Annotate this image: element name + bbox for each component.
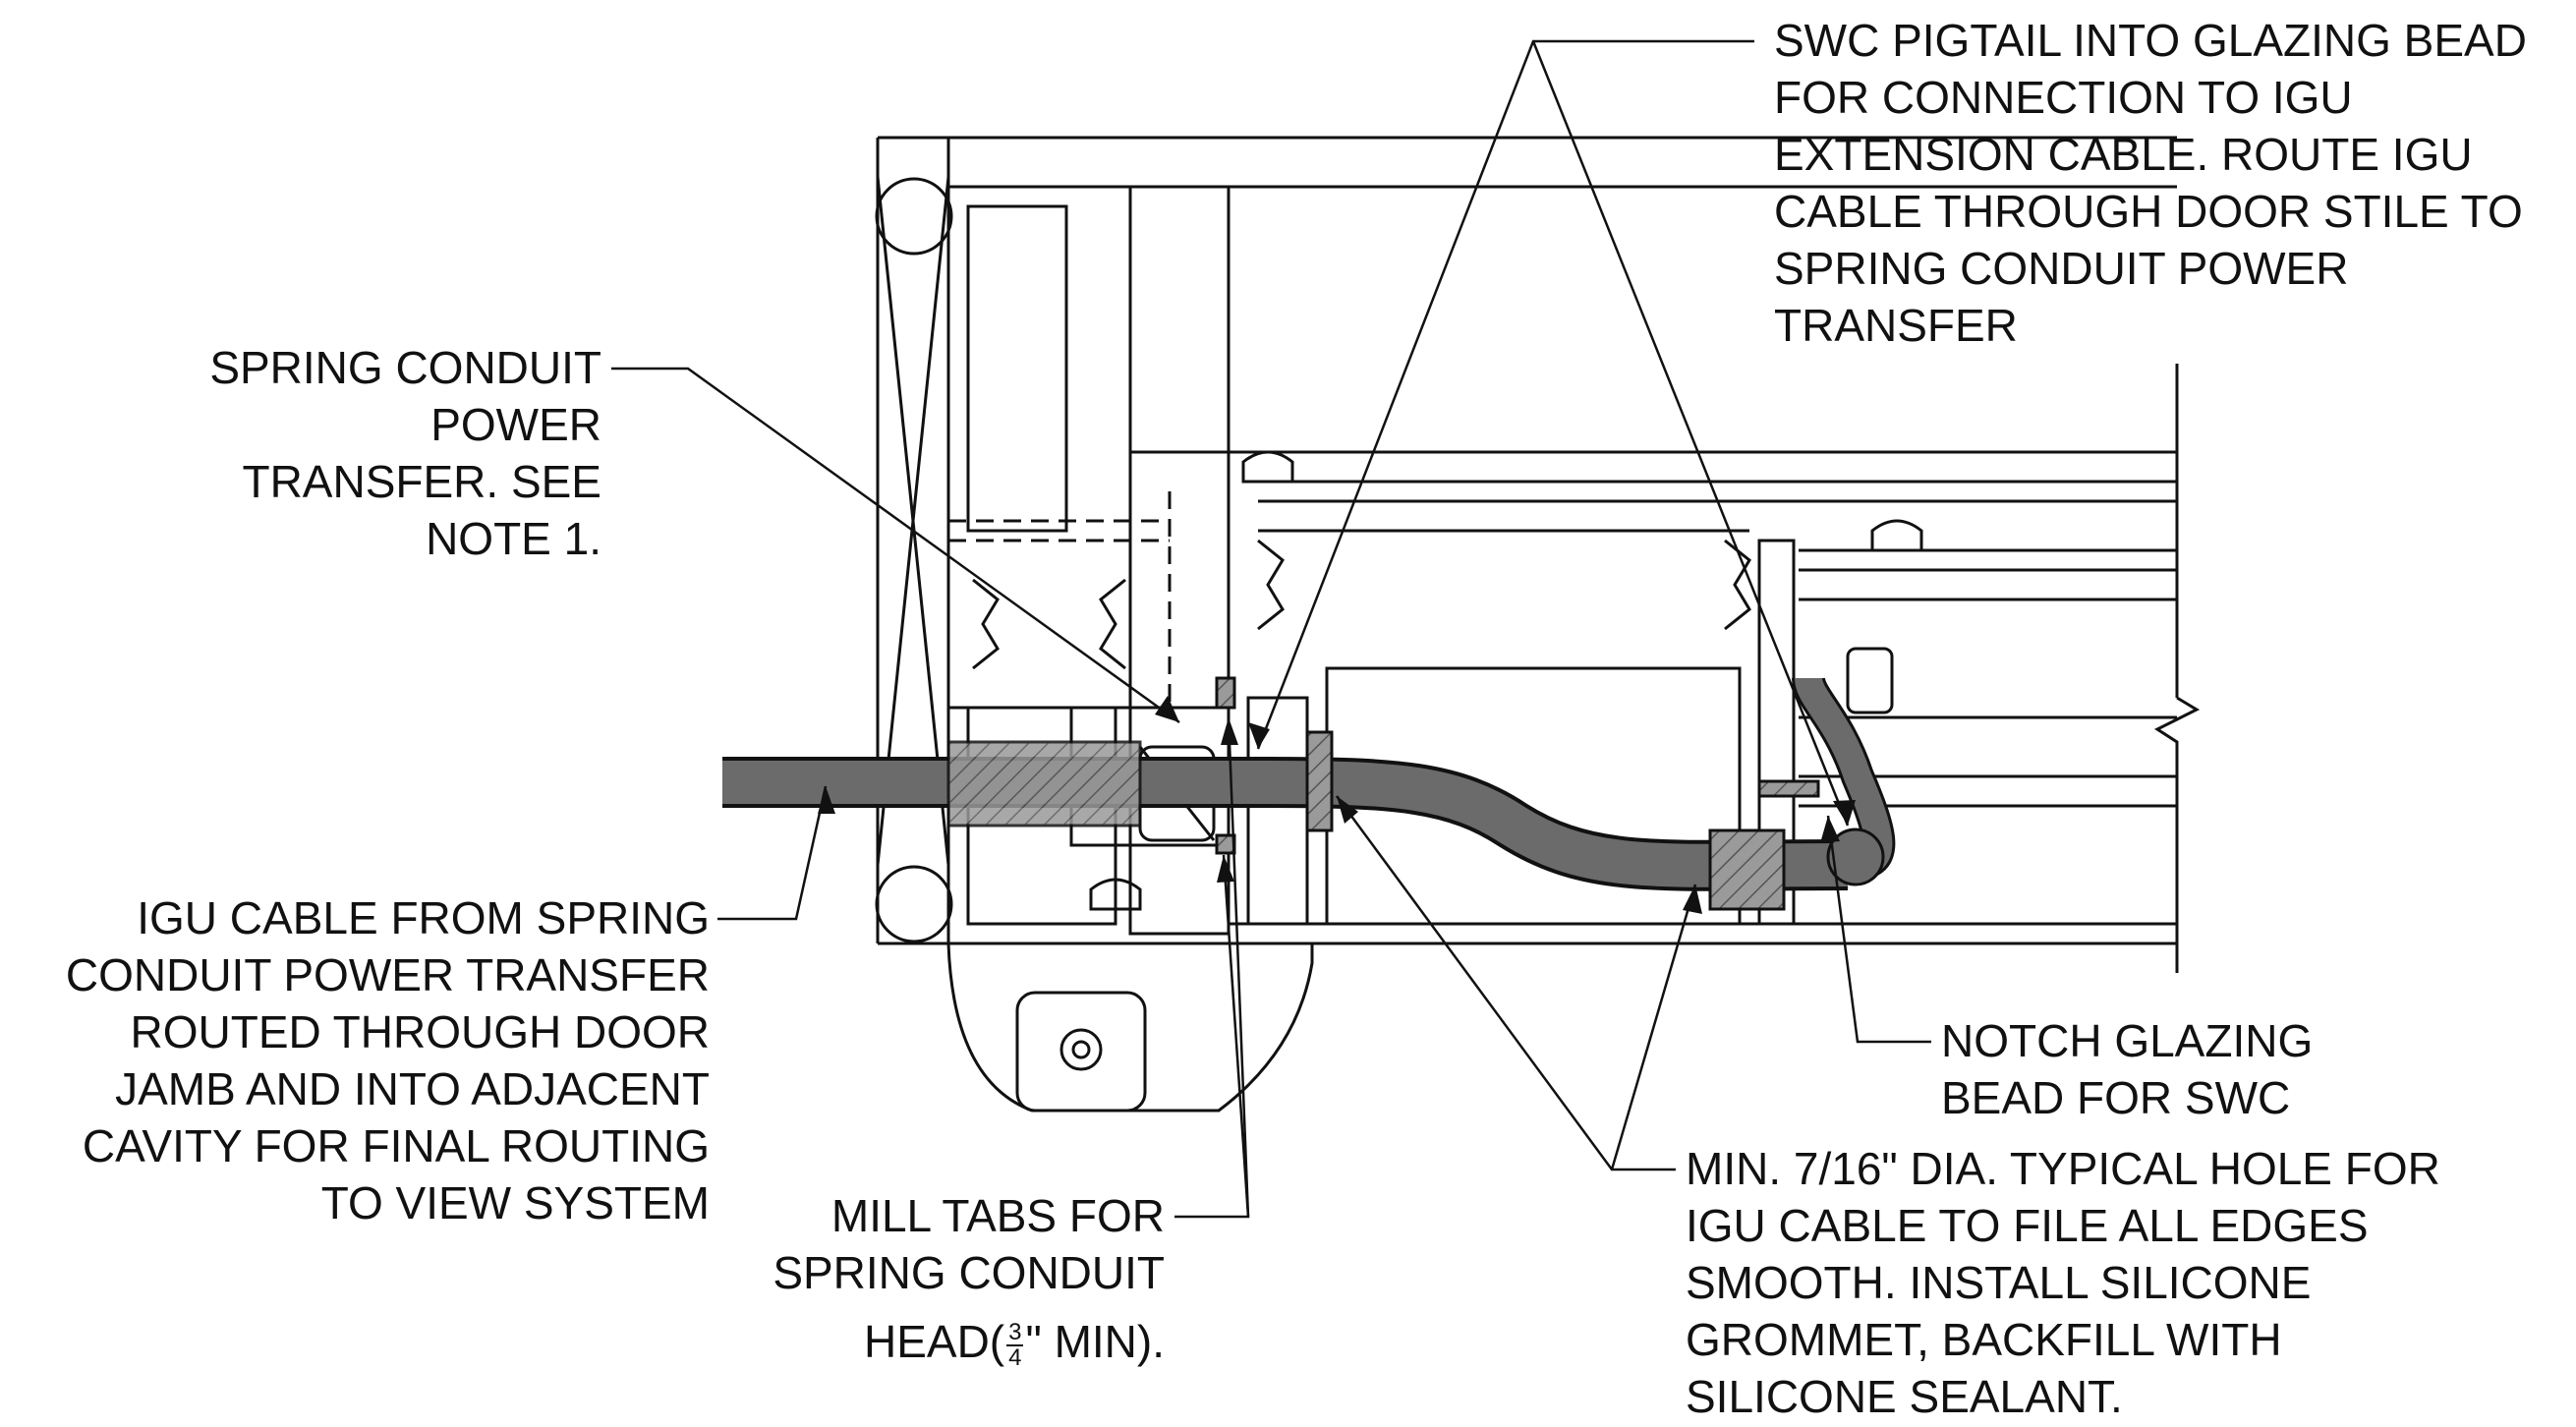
callout-line: MILL TABS FOR [830,1190,1165,1241]
callout-line: TO VIEW SYSTEM [320,1177,710,1228]
callout-line: SPRING CONDUIT [209,342,601,393]
callout-line: IGU CABLE TO FILE ALL EDGES [1686,1200,2369,1251]
leader-lines [611,39,1931,1219]
callout-line: JAMB AND INTO ADJACENT [115,1063,710,1114]
callout-line: POWER [430,399,601,450]
callout-line: SPRING CONDUIT POWER [1774,243,2349,294]
callout-line: NOTE 1. [426,513,601,564]
callout-line: ROUTED THROUGH DOOR [130,1006,711,1057]
callout-line: IGU CABLE FROM SPRING [137,892,710,943]
callout-line: NOTCH GLAZING [1941,1015,2314,1066]
callout-swc-pigtail: SWC PIGTAIL INTO GLAZING BEAD FOR CONNEC… [1774,12,2527,354]
callout-line: CABLE THROUGH DOOR STILE TO [1774,186,2523,237]
callout-notch: NOTCH GLAZING BEAD FOR SWC [1941,1012,2313,1126]
callout-line: FOR CONNECTION TO IGU [1774,72,2353,123]
callout-line: SMOOTH. INSTALL SILICONE [1686,1257,2312,1308]
callout-line: MIN. 7/16" DIA. TYPICAL HOLE FOR [1686,1143,2440,1194]
callout-line: TRANSFER. SEE [242,456,601,507]
callout-line: TRANSFER [1774,300,2018,351]
callout-line: SILICONE SEALANT. [1686,1371,2123,1422]
callout-line: CONDUIT POWER TRANSFER [65,949,710,1000]
fraction-denominator: 4 [1008,1343,1022,1371]
callout-min-hole: MIN. 7/16" DIA. TYPICAL HOLE FOR IGU CAB… [1686,1140,2440,1425]
callout-spring-conduit: SPRING CONDUIT POWER TRANSFER. SEE NOTE … [147,339,601,567]
head-prefix: HEAD( [863,1316,1005,1367]
callout-line: BEAD FOR SWC [1941,1072,2291,1123]
callout-line: CAVITY FOR FINAL ROUTING [82,1120,710,1171]
callout-line: EXTENSION CABLE. ROUTE IGU [1774,129,2473,180]
igu-cable-path [722,675,1896,911]
callout-line: GROMMET, BACKFILL WITH [1686,1314,2282,1365]
callout-line: SPRING CONDUIT [773,1247,1165,1298]
leader-arrowheads [818,696,1856,914]
head-suffix: " MIN). [1025,1316,1165,1367]
fraction-numerator: 3 [1006,1318,1024,1346]
callout-line: SWC PIGTAIL INTO GLAZING BEAD [1774,15,2527,66]
callout-igu-cable: IGU CABLE FROM SPRING CONDUIT POWER TRAN… [10,889,710,1231]
